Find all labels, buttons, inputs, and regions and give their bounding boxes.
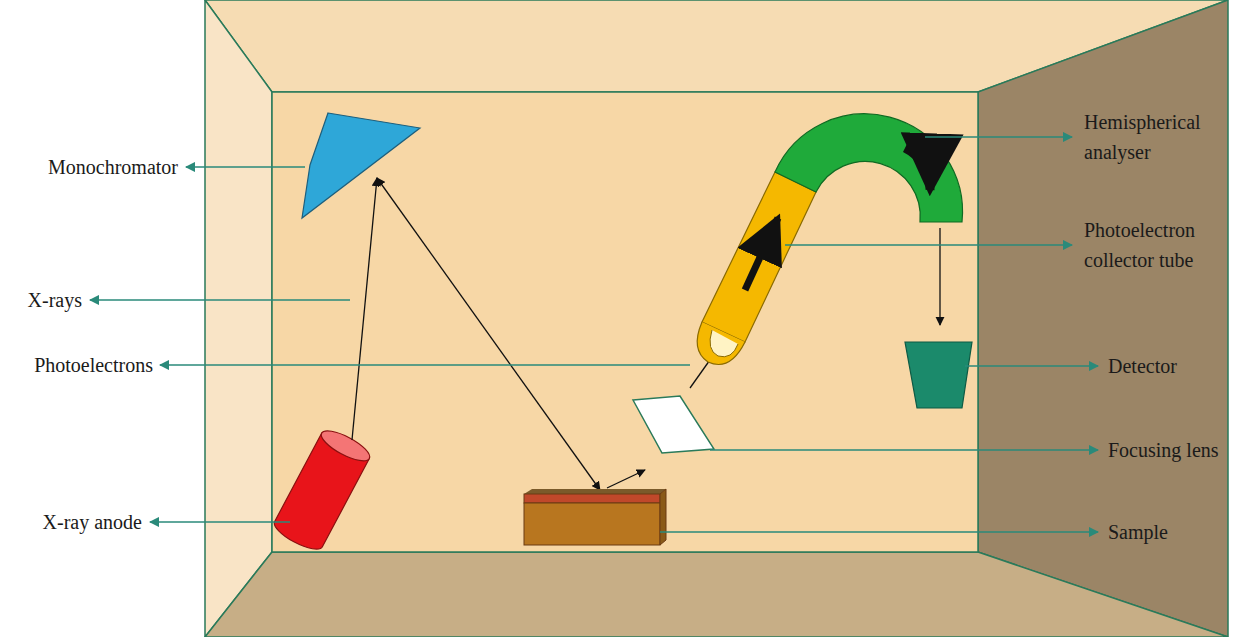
part-label: Photoelectrons <box>34 350 153 380</box>
x-ray-beam <box>377 178 600 490</box>
back-wall <box>272 92 978 552</box>
hemispherical-analyser <box>775 114 963 222</box>
photoelectron-path <box>607 470 645 488</box>
detector <box>905 342 972 408</box>
x-ray-beam <box>352 178 377 440</box>
right-wall <box>978 0 1228 637</box>
left-wall <box>205 0 272 637</box>
part-label: X-rays <box>28 285 82 315</box>
leader-lines <box>90 137 1098 532</box>
floor <box>205 552 1228 637</box>
focusing-lens <box>633 396 714 453</box>
part-label: Hemispherical analyser <box>1084 107 1234 167</box>
part-label: Focusing lens <box>1108 435 1219 465</box>
x-ray-anode <box>270 425 373 555</box>
monochromator <box>302 113 420 218</box>
part-label: X-ray anode <box>43 507 142 537</box>
part-label: Monochromator <box>48 152 178 182</box>
sample <box>524 489 666 545</box>
part-label: Photoelectron collector tube <box>1084 215 1234 275</box>
part-label: Sample <box>1108 517 1168 547</box>
collector-tube <box>697 172 816 365</box>
part-label: Detector <box>1108 351 1177 381</box>
electron-path <box>939 228 940 325</box>
